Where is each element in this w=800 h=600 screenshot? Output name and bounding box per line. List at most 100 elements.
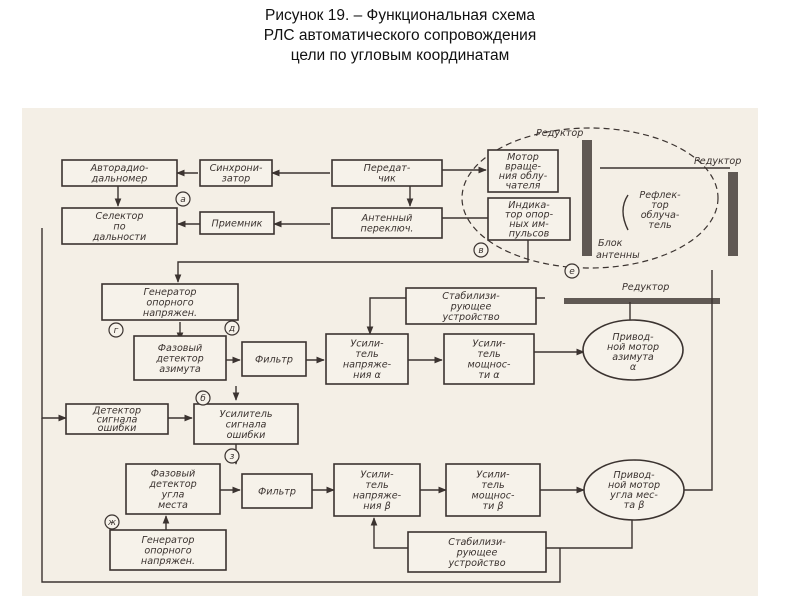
block-feed-motor-label-line: ния облу- <box>499 170 548 182</box>
reflector-feed-label: тор <box>651 200 669 211</box>
tag-b: б <box>195 390 211 406</box>
block-transmitter-frame <box>331 159 443 187</box>
block-elevation-phase-detector-label-line: места <box>158 500 188 511</box>
block-voltage-amp-beta-label-line: ния β <box>363 501 390 512</box>
svg-text:а: а <box>180 195 186 205</box>
block-stabilizer-1-label-line: устройство <box>441 312 499 323</box>
block-autorange-label-line: дальномер <box>91 174 148 185</box>
antenna-block-label-2: антенны <box>596 250 640 261</box>
block-elevation-phase-detector-label-line: детектор <box>148 479 196 490</box>
block-voltage-amp-beta-label-line: напряже- <box>353 491 402 502</box>
block-reference-generator-2-label-line: опорного <box>144 545 191 556</box>
figure-caption: Рисунок 19. – Функциональная схема РЛС а… <box>0 6 800 66</box>
block-stabilizer-2-label-line: Стабилизи- <box>448 536 506 548</box>
reducer-label-2: Редуктор <box>694 156 741 167</box>
block-antenna-switch-label-line: Антенный <box>361 213 413 224</box>
block-synchronizer: Синхрони-затор <box>199 159 273 187</box>
antenna-block-label-1: Блок <box>598 238 623 249</box>
reducer-label-3: Редуктор <box>622 282 669 293</box>
block-voltage-amp-alpha-label-line: напряже- <box>343 360 392 371</box>
block-stabilizer-1-label-line: Стабилизи- <box>442 290 500 302</box>
block-power-amp-beta-label-line: Усили- <box>476 470 510 481</box>
block-stabilizer-1-frame <box>405 287 537 325</box>
block-error-detector-label-line: ошибки <box>98 422 137 434</box>
antenna-unit-outline <box>461 127 719 269</box>
block-feed-motor-frame <box>487 149 559 193</box>
block-reference-pulse-indicator-label-line: ных им- <box>509 219 549 230</box>
block-error-amplifier-label-line: сигнала <box>226 419 267 430</box>
block-autorange: Авторадио-дальномер <box>61 159 178 187</box>
reflector-arc <box>622 194 629 231</box>
block-synchronizer-label-line: затор <box>222 174 251 185</box>
caption-line-1: Рисунок 19. – Функциональная схема <box>265 7 535 24</box>
drive-motor-azimuth-label: азимута <box>612 352 654 363</box>
caption-line-2: РЛС автоматического сопровождения <box>263 27 537 44</box>
block-transmitter: Передат-чик <box>331 159 443 187</box>
tag-zh: ж <box>104 514 120 530</box>
block-autorange-frame <box>61 159 178 187</box>
drive-motor-elevation <box>583 459 685 521</box>
block-elevation-phase-detector-label-line: Фазовый <box>151 469 196 480</box>
block-stabilizer-2-label-line: рующее <box>456 547 498 558</box>
block-error-detector-label-line: сигнала <box>97 414 138 425</box>
block-antenna-switch-frame <box>331 207 443 239</box>
block-filter-2: Фильтр <box>241 473 313 509</box>
block-reference-generator-1-label-line: Генератор <box>144 287 197 298</box>
svg-text:е: е <box>569 267 575 277</box>
caption-line-3: цели по угловым координатам <box>290 47 510 64</box>
reflector-feed-label: Рефлек- <box>639 190 681 201</box>
block-receiver: Приемник <box>199 211 275 235</box>
drive-motor-elevation-label: та β <box>624 500 645 511</box>
drive-motor-azimuth-label: ной мотор <box>607 342 659 353</box>
block-power-amp-beta-frame <box>445 463 541 517</box>
block-receiver-label-line: Приемник <box>212 218 263 229</box>
drive-motor-azimuth-label: α <box>630 362 637 373</box>
block-antenna-switch-label-line: переключ. <box>361 224 414 235</box>
block-reference-pulse-indicator-frame <box>487 197 571 241</box>
block-azimuth-phase-detector-label-line: Фазовый <box>158 343 203 354</box>
block-feed-motor-label-line: вращe- <box>505 162 542 173</box>
block-error-amplifier-label-line: ошибки <box>227 429 266 441</box>
tag-g: г <box>108 322 124 338</box>
reflector-feed-label: облуча- <box>641 209 680 221</box>
reflector-feed-label: тель <box>648 220 671 231</box>
block-reference-pulse-indicator-label-line: Индика- <box>508 200 550 211</box>
svg-text:б: б <box>200 394 206 404</box>
tag-a: а <box>175 191 191 207</box>
block-voltage-amp-beta-label-line: Усили- <box>360 470 394 481</box>
block-reference-generator-2-label-line: напряжен. <box>141 556 195 567</box>
tag-v: в <box>473 242 489 258</box>
block-power-amp-alpha-label-line: ти α <box>478 370 500 381</box>
block-reference-pulse-indicator-label-line: пульсов <box>509 229 550 240</box>
block-feed-motor-label-line: Мотор <box>507 152 539 163</box>
block-power-amp-alpha-label-line: Усили- <box>472 339 506 350</box>
block-azimuth-phase-detector-frame <box>133 335 227 381</box>
block-error-detector-label-line: Детектор <box>92 406 141 417</box>
svg-text:з: з <box>230 452 235 462</box>
block-reference-pulse-indicator-label-line: тор опор- <box>505 210 554 221</box>
block-reference-pulse-indicator: Индика-тор опор-ных им-пульсов <box>487 197 571 241</box>
block-transmitter-label-line: чик <box>378 174 396 185</box>
block-range-selector-label-line: дальности <box>92 232 147 243</box>
block-voltage-amp-beta-frame <box>333 463 421 517</box>
svg-text:в: в <box>478 246 483 256</box>
block-power-amp-alpha-label-line: тель <box>477 349 500 360</box>
block-filter-1-label-line: Фильтр <box>255 354 293 365</box>
drive-motor-azimuth-label: Привод- <box>612 332 654 343</box>
block-reference-generator-1-frame <box>101 283 239 321</box>
block-filter-2-label-line: Фильтр <box>258 486 296 497</box>
block-voltage-amp-alpha-label-line: ния α <box>353 370 381 381</box>
block-transmitter-label-line: Передат- <box>364 163 411 174</box>
block-azimuth-phase-detector-label-line: детектор <box>155 353 203 364</box>
drive-motor-elevation-label: угла мес- <box>609 490 658 501</box>
block-elevation-phase-detector-label-line: угла <box>161 490 185 501</box>
